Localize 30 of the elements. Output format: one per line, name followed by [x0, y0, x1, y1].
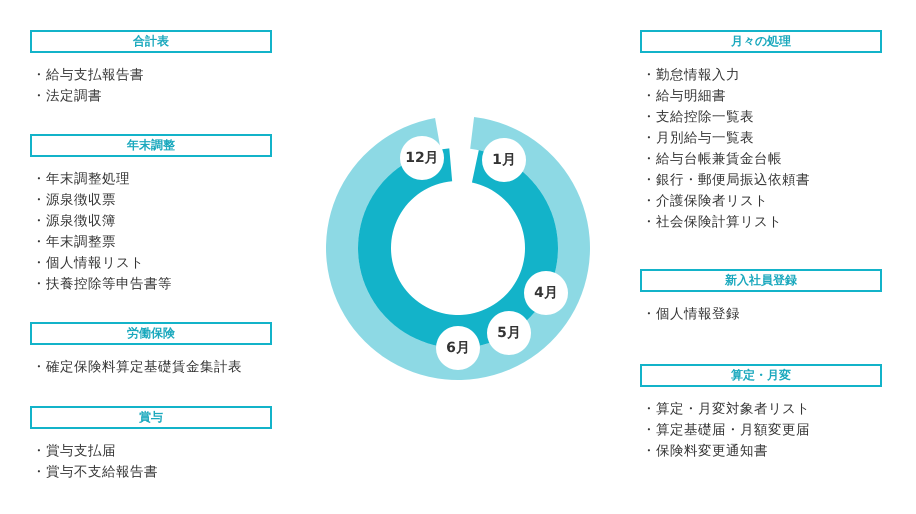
list-item: ・保険料変更通知書 — [642, 442, 768, 461]
list-item: ・介護保険者リスト — [642, 192, 768, 211]
list-item: ・銀行・郵便局振込依頼書 — [642, 171, 810, 190]
list-item: ・月別給与一覧表 — [642, 129, 754, 148]
section-header: 合計表 — [30, 30, 272, 53]
section-header: 労働保険 — [30, 322, 272, 345]
list-item: ・源泉徴収簿 — [32, 212, 116, 231]
list-item: ・給与支払報告書 — [32, 66, 144, 85]
list-item: ・賞与不支給報告書 — [32, 463, 158, 482]
list-item: ・確定保険料算定基礎賃金集計表 — [32, 358, 242, 377]
list-item: ・賞与支払届 — [32, 442, 116, 461]
list-item: ・法定調書 — [32, 87, 102, 106]
list-item: ・年末調整処理 — [32, 170, 130, 189]
section-header: 賞与 — [30, 406, 272, 429]
list-item: ・勤怠情報入力 — [642, 66, 740, 85]
list-item: ・社会保険計算リスト — [642, 213, 782, 232]
list-item: ・年末調整票 — [32, 233, 116, 252]
section-header: 年末調整 — [30, 134, 272, 157]
list-item: ・個人情報リスト — [32, 254, 144, 273]
list-item: ・扶養控除等申告書等 — [32, 275, 172, 294]
list-item: ・支給控除一覧表 — [642, 108, 754, 127]
list-item: ・個人情報登録 — [642, 305, 740, 324]
list-item: ・算定・月変対象者リスト — [642, 400, 810, 419]
section-header: 月々の処理 — [640, 30, 882, 53]
section-header: 新入社員登録 — [640, 269, 882, 292]
list-item: ・源泉徴収票 — [32, 191, 116, 210]
list-item: ・給与台帳兼賃金台帳 — [642, 150, 782, 169]
list-item: ・給与明細書 — [642, 87, 726, 106]
list-item: ・算定基礎届・月額変更届 — [642, 421, 810, 440]
section-header: 算定・月変 — [640, 364, 882, 387]
